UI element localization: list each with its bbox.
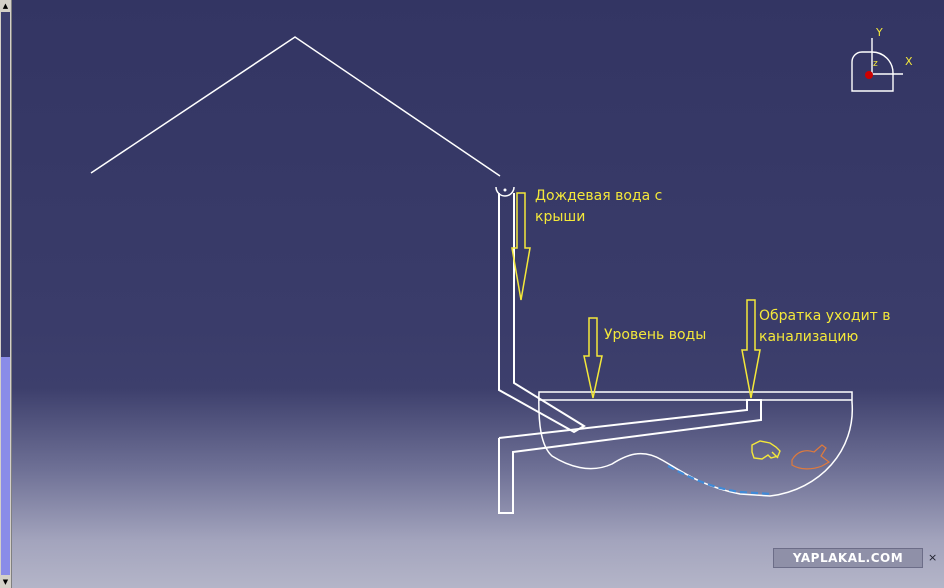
arrow-water-level-icon bbox=[583, 317, 603, 399]
compass-label-z: z bbox=[873, 59, 878, 69]
watermark-logo: YAPLAKAL.COM bbox=[773, 548, 923, 568]
scroll-down-arrow-icon[interactable]: ▼ bbox=[0, 576, 11, 588]
gutter-dot bbox=[503, 188, 507, 192]
roof-outline bbox=[90, 36, 501, 177]
vertical-scrollbar[interactable]: ▲ ▼ bbox=[0, 0, 12, 588]
tank-body bbox=[538, 391, 853, 497]
scroll-up-arrow-icon[interactable]: ▲ bbox=[0, 0, 11, 12]
compass-label-x: X bbox=[905, 55, 913, 68]
arrow-rain-water-icon bbox=[511, 192, 531, 301]
water-surface-dashed bbox=[667, 465, 773, 496]
gutter bbox=[495, 186, 515, 197]
orange-fish-sketch bbox=[791, 444, 831, 470]
label-rain-water: Дождевая вода с крыши bbox=[535, 188, 663, 225]
compass-label-y: Y bbox=[876, 26, 883, 39]
downpipe-outer bbox=[498, 193, 586, 434]
label-water-level: Уровень воды bbox=[604, 327, 707, 343]
compass-origin-dot bbox=[865, 71, 873, 79]
arrow-return-flow-icon bbox=[741, 299, 761, 399]
compass-axis-widget[interactable] bbox=[851, 38, 903, 92]
watermark-close-icon: × bbox=[928, 551, 938, 564]
scroll-track[interactable] bbox=[1, 12, 10, 357]
yellow-fish-sketch bbox=[751, 440, 781, 460]
compass-body bbox=[851, 51, 894, 92]
overflow-pipe bbox=[498, 399, 762, 514]
scroll-thumb[interactable] bbox=[1, 357, 10, 575]
label-return-flow: Обратка уходит в канализацию bbox=[759, 308, 891, 345]
